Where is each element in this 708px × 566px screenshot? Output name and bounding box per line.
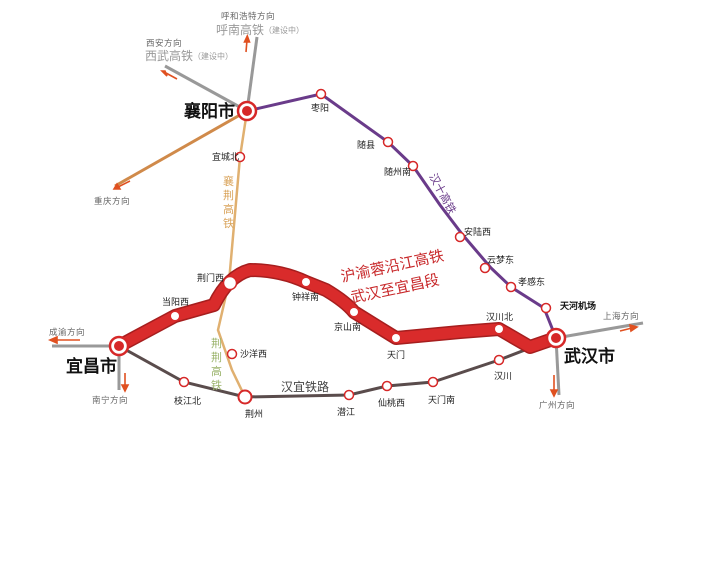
stations xyxy=(178,88,552,401)
svg-text:襄: 襄 xyxy=(223,174,234,188)
station-jingzhou[interactable] xyxy=(237,389,253,405)
svg-text:铁: 铁 xyxy=(223,217,234,230)
station-suizhounan[interactable] xyxy=(407,160,419,172)
station-label-hanchuan: 汉川 xyxy=(494,371,512,382)
svg-text:荆: 荆 xyxy=(211,351,222,364)
station-jingmenxi[interactable] xyxy=(222,275,238,291)
svg-text:荆: 荆 xyxy=(211,337,222,350)
station-label-suizhounan: 随州南 xyxy=(384,166,411,178)
city-label-yichang: 宜昌市 xyxy=(66,356,117,377)
line-name-xiwu: 西武高铁 xyxy=(145,48,193,63)
chongqing-line xyxy=(114,109,248,188)
station-label-xiantaoxi: 仙桃西 xyxy=(378,397,405,409)
direction-shanghai: 上海方向 xyxy=(603,311,639,322)
station-qianjiang[interactable] xyxy=(343,389,355,401)
line-status-hunan: （建设中） xyxy=(264,25,304,35)
line-name-hanyi: 汉宜铁路 xyxy=(281,379,329,394)
line-name-hunan: 呼南高铁 xyxy=(216,22,264,37)
station-label-anluxi: 安陆西 xyxy=(464,226,491,238)
station-tianhe-airport[interactable] xyxy=(540,302,552,314)
station-label-dangyangxi: 当阳西 xyxy=(162,296,189,308)
station-label-zaoyang: 枣阳 xyxy=(311,103,329,114)
arrow-icons xyxy=(47,33,639,398)
main-line-stations xyxy=(171,278,503,342)
station-label-hanchuanbei: 汉川北 xyxy=(486,312,513,323)
city-hub-xiangyang[interactable] xyxy=(236,100,258,122)
station-anluxi[interactable] xyxy=(454,231,466,243)
direction-chongqing: 重庆方向 xyxy=(94,196,130,207)
shanghai-line xyxy=(555,321,644,340)
station-label-jingmenxi: 荆门西 xyxy=(197,272,224,284)
station-dangyangxi[interactable] xyxy=(171,312,179,320)
station-label-yichengbei: 宜城北 xyxy=(212,151,239,163)
station-label-zhongxiangnan: 钟祥南 xyxy=(292,291,319,303)
arrow-downleft-icon xyxy=(117,180,131,188)
xiwu-line xyxy=(164,64,248,113)
line-name-jingjing: 荆 荆 高 铁 xyxy=(211,337,222,392)
station-zhijiangbei[interactable] xyxy=(178,376,190,388)
direction-guangzhou: 广州方向 xyxy=(539,400,575,411)
station-zaoyang[interactable] xyxy=(315,88,327,100)
direction-hohhot: 呼和浩特方向 xyxy=(221,11,275,22)
xiangjing-line xyxy=(216,110,249,398)
svg-text:高: 高 xyxy=(211,364,222,378)
city-hub-yichang[interactable] xyxy=(108,335,130,357)
city-label-wuhan: 武汉市 xyxy=(564,346,615,367)
station-yichengbei[interactable] xyxy=(234,151,246,163)
svg-text:铁: 铁 xyxy=(211,379,222,392)
station-label-jingzhou: 荆州 xyxy=(245,408,263,420)
station-hanchuanbei[interactable] xyxy=(495,325,503,333)
station-yunmengdong[interactable] xyxy=(479,262,491,274)
station-label-suixian: 随县 xyxy=(357,139,375,151)
direction-xian: 西安方向 xyxy=(146,38,182,49)
hunan-line xyxy=(245,36,259,112)
station-zhongxiangnan[interactable] xyxy=(302,278,310,286)
station-xiaogandong[interactable] xyxy=(505,281,517,293)
station-label-jingshannan: 京山南 xyxy=(334,321,361,333)
city-label-xiangyang: 襄阳市 xyxy=(183,101,235,122)
svg-text:荆: 荆 xyxy=(223,189,234,202)
svg-text:高: 高 xyxy=(223,202,234,216)
station-xiantaoxi[interactable] xyxy=(381,380,393,392)
direction-nanning: 南宁方向 xyxy=(92,395,128,406)
station-hanchuan[interactable] xyxy=(493,354,505,366)
city-hub-wuhan[interactable] xyxy=(545,327,567,349)
station-label-tianhe-airport: 天河机场 xyxy=(560,300,596,312)
station-label-qianjiang: 潜江 xyxy=(337,406,355,418)
station-label-tianmen: 天门 xyxy=(387,349,405,361)
station-jingshannan[interactable] xyxy=(350,308,358,316)
station-label-shayangxi: 沙洋西 xyxy=(240,348,267,360)
station-suixian[interactable] xyxy=(382,136,394,148)
station-label-yunmengdong: 云梦东 xyxy=(487,254,514,266)
station-label-tianmennan: 天门南 xyxy=(428,394,455,406)
station-tianmennan[interactable] xyxy=(427,376,439,388)
line-name-xiangjing: 襄 荆 高 铁 xyxy=(223,174,234,230)
station-label-xiaogandong: 孝感东 xyxy=(518,276,545,288)
arrow-upleft-icon xyxy=(165,72,178,80)
direction-chengyu: 成渝方向 xyxy=(49,327,85,338)
station-tianmen[interactable] xyxy=(392,334,400,342)
station-shayangxi[interactable] xyxy=(226,348,238,360)
hanshi-line xyxy=(246,92,558,339)
station-label-zhijiangbei: 枝江北 xyxy=(174,395,201,407)
line-status-xiwu: （建设中） xyxy=(193,51,233,61)
hanyi-line xyxy=(118,336,557,399)
